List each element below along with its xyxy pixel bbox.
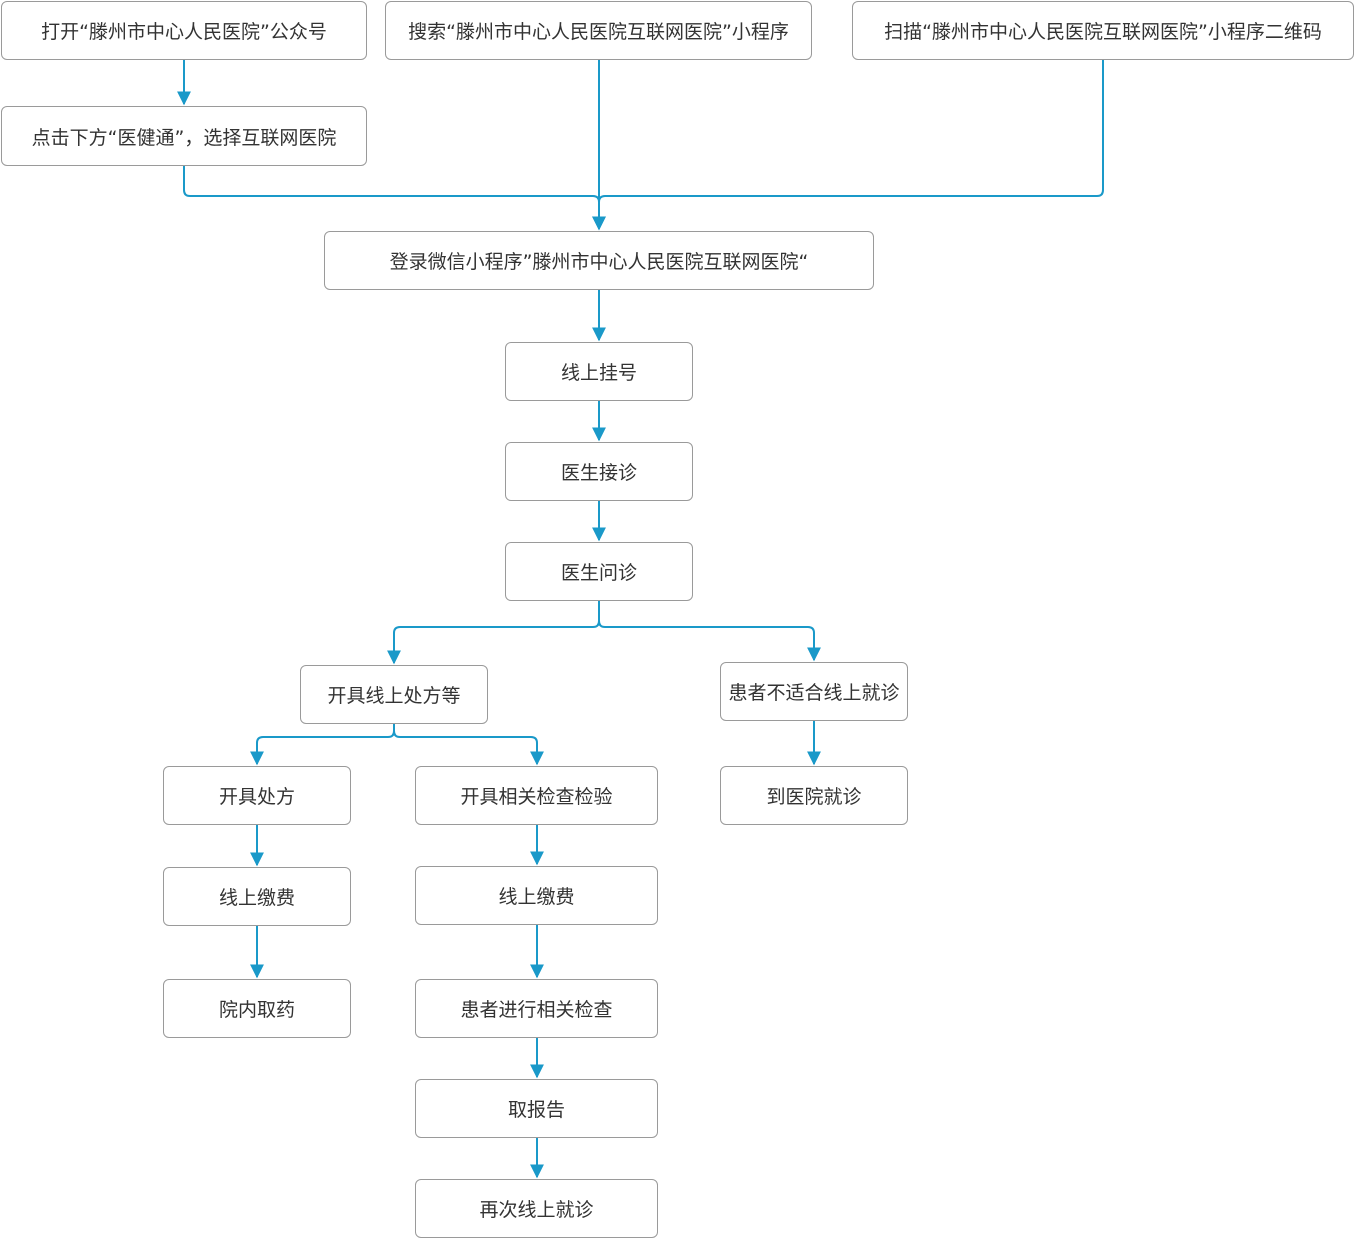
node-pickup-medicine: 院内取药 xyxy=(163,979,351,1038)
node-click-yijiantong: 点击下方“医健通”，选择互联网医院 xyxy=(1,106,367,166)
node-doctor-consultation: 医生问诊 xyxy=(505,542,693,601)
edge-scan-to-login xyxy=(598,60,1104,203)
node-doctor-reception: 医生接诊 xyxy=(505,442,693,501)
edge-consultation-to-not-suitable xyxy=(598,620,821,662)
node-revisit-online: 再次线上就诊 xyxy=(415,1179,658,1238)
node-issue-exam-tests: 开具相关检查检验 xyxy=(415,766,658,825)
edge-prescription-etc-to-prescription xyxy=(250,724,395,766)
node-search-miniprogram: 搜索“滕州市中心人民医院互联网医院”小程序 xyxy=(385,1,812,60)
edge-click-to-login xyxy=(183,166,606,231)
node-visit-hospital: 到医院就诊 xyxy=(720,766,908,825)
node-get-report: 取报告 xyxy=(415,1079,658,1138)
edge-prescription-etc-to-exams xyxy=(393,730,544,766)
node-online-payment-prescription: 线上缴费 xyxy=(163,867,351,926)
edge-consultation-to-prescription-etc xyxy=(387,601,600,665)
node-login-miniprogram: 登录微信小程序”滕州市中心人民医院互联网医院“ xyxy=(324,231,874,290)
node-scan-qrcode: 扫描“滕州市中心人民医院互联网医院”小程序二维码 xyxy=(852,1,1354,60)
node-issue-prescription-etc: 开具线上处方等 xyxy=(300,665,488,724)
node-patient-exams: 患者进行相关检查 xyxy=(415,979,658,1038)
node-online-payment-exams: 线上缴费 xyxy=(415,866,658,925)
node-online-registration: 线上挂号 xyxy=(505,342,693,401)
node-issue-prescription: 开具处方 xyxy=(163,766,351,825)
node-not-suitable-online: 患者不适合线上就诊 xyxy=(720,662,908,721)
node-open-official-account: 打开“滕州市中心人民医院”公众号 xyxy=(1,1,367,60)
